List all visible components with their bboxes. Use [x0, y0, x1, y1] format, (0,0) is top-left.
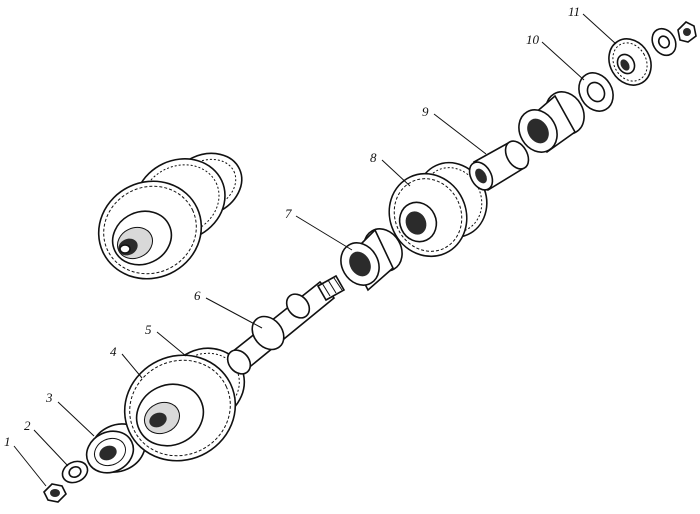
needle-bearing-2: [518, 91, 585, 154]
part-8-double-gear: [388, 161, 488, 258]
end-washer: [651, 27, 677, 57]
assembled-gear-cluster: [97, 152, 243, 280]
callout-4: 4: [110, 344, 117, 359]
callout-11: 11: [568, 4, 580, 19]
callout-10: 10: [526, 32, 540, 47]
part-7-needle-bearing: [340, 228, 403, 292]
callout-2: 2: [24, 418, 31, 433]
part-9-sleeve: [468, 140, 530, 192]
part-2-washer: [61, 460, 89, 484]
callout-labels: 1 2 3 4 5 6 7 8 9 10 11: [4, 4, 580, 449]
callout-7: 7: [285, 206, 292, 221]
part-1-nut: [43, 483, 67, 503]
callout-5: 5: [145, 322, 152, 337]
part-11-small-gear: [608, 38, 652, 86]
callout-8: 8: [370, 150, 377, 165]
end-nut: [677, 21, 697, 43]
part-6-shaft: [226, 274, 346, 375]
callout-6: 6: [194, 288, 201, 303]
leader-lines: [13, 13, 617, 487]
callout-1: 1: [4, 434, 11, 449]
callout-3: 3: [45, 390, 53, 405]
callout-9: 9: [422, 104, 429, 119]
part-10-thrust-washer: [578, 72, 614, 112]
